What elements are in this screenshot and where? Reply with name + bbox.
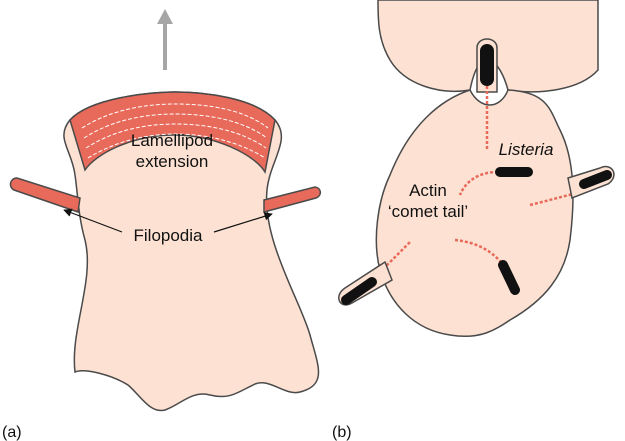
lamellipod-label-line2: extension — [136, 152, 209, 171]
right-filopodium — [264, 187, 320, 212]
panel-b: Listeria Actin ‘comet tail’ (b) — [332, 0, 614, 441]
listeria-label: Listeria — [499, 140, 554, 159]
panel-a: Lamellipod extension Filopodia (a) — [2, 9, 320, 441]
panel-b-label: (b) — [332, 424, 352, 441]
migration-direction-arrow — [157, 9, 173, 70]
filopodia-label: Filopodia — [134, 226, 204, 245]
actin-label-line1: Actin — [409, 181, 447, 200]
left-filopodium — [10, 178, 80, 212]
actin-label-line2: ‘comet tail’ — [388, 202, 468, 221]
listeria-bacterium-top — [480, 44, 494, 86]
lamellipod-label-line1: Lamellipod — [131, 131, 213, 150]
panel-a-label: (a) — [2, 424, 22, 441]
